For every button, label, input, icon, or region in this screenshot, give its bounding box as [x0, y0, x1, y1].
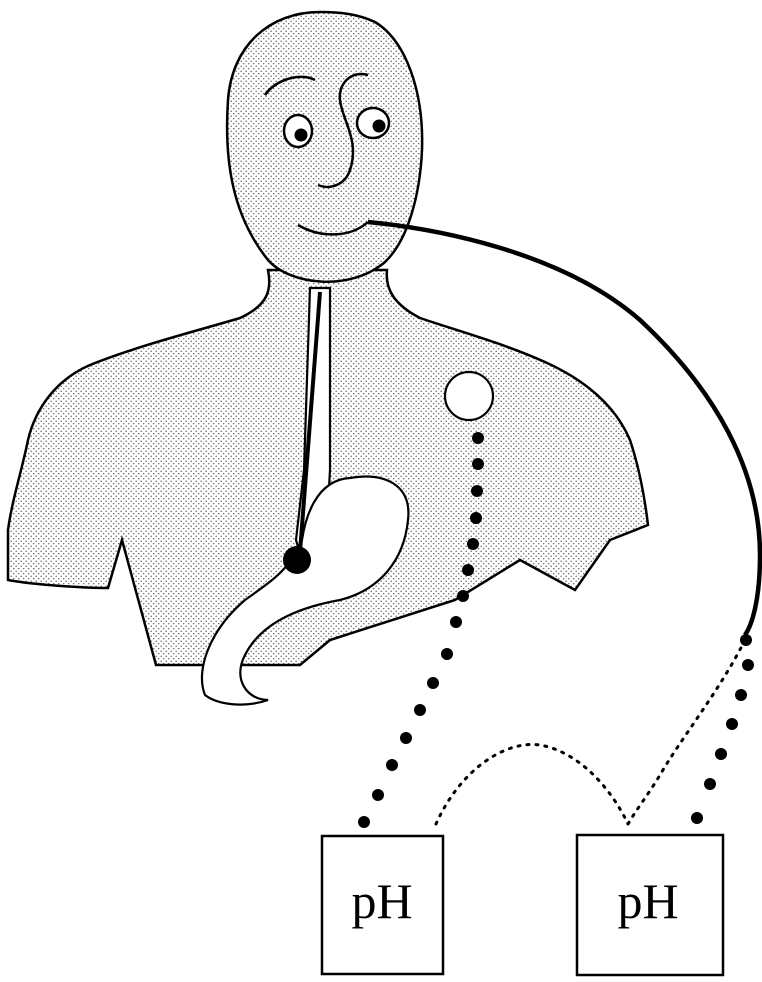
reference-electrode: [445, 372, 493, 420]
probe-electrode: [283, 546, 311, 574]
ph-label-right: pH: [617, 873, 678, 929]
box-link-dotted-arc: [436, 744, 628, 824]
ph-meter-right: pH: [577, 835, 723, 975]
right-pupil: [373, 120, 386, 133]
cable-to-box-dotted-line: [628, 640, 745, 824]
head: [227, 12, 422, 282]
ph-meter-left: pH: [322, 836, 443, 974]
left-pupil: [295, 129, 308, 142]
probe-lead-dots: [691, 634, 754, 824]
ph-label-left: pH: [351, 873, 412, 929]
